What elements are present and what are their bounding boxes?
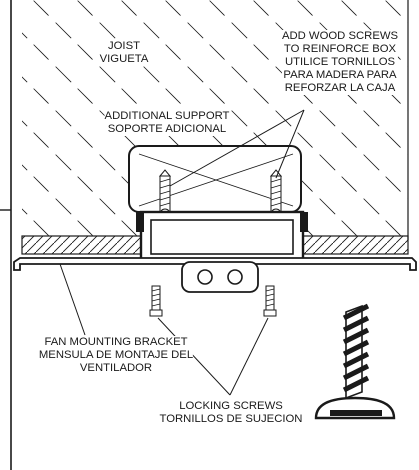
wood-screws-label: ADD WOOD SCREWS TO REINFORCE BOX UTILICE… xyxy=(281,30,399,95)
joist-label: JOIST VIGUETA xyxy=(99,40,149,66)
additional-support-label: ADDITIONAL SUPPORT SOPORTE ADICIONAL xyxy=(104,110,230,136)
locking-screws-label: LOCKING SCREWS TORNILLOS DE SUJECION xyxy=(159,400,303,426)
locking-screw-left xyxy=(149,285,163,317)
leader-locking-left xyxy=(157,317,231,396)
leader-locking-right xyxy=(229,317,269,396)
fan-mounting-bracket xyxy=(13,257,417,293)
outlet-box xyxy=(136,210,308,262)
leader-bracket xyxy=(59,263,86,336)
locking-screw-detail xyxy=(314,303,396,420)
leader-screws-left xyxy=(169,109,305,187)
locking-screw-right xyxy=(263,285,277,317)
fan-mounting-bracket-label: FAN MOUNTING BRACKET MENSULA DE MONTAJE … xyxy=(38,336,194,375)
leader-screws-right xyxy=(275,109,305,179)
